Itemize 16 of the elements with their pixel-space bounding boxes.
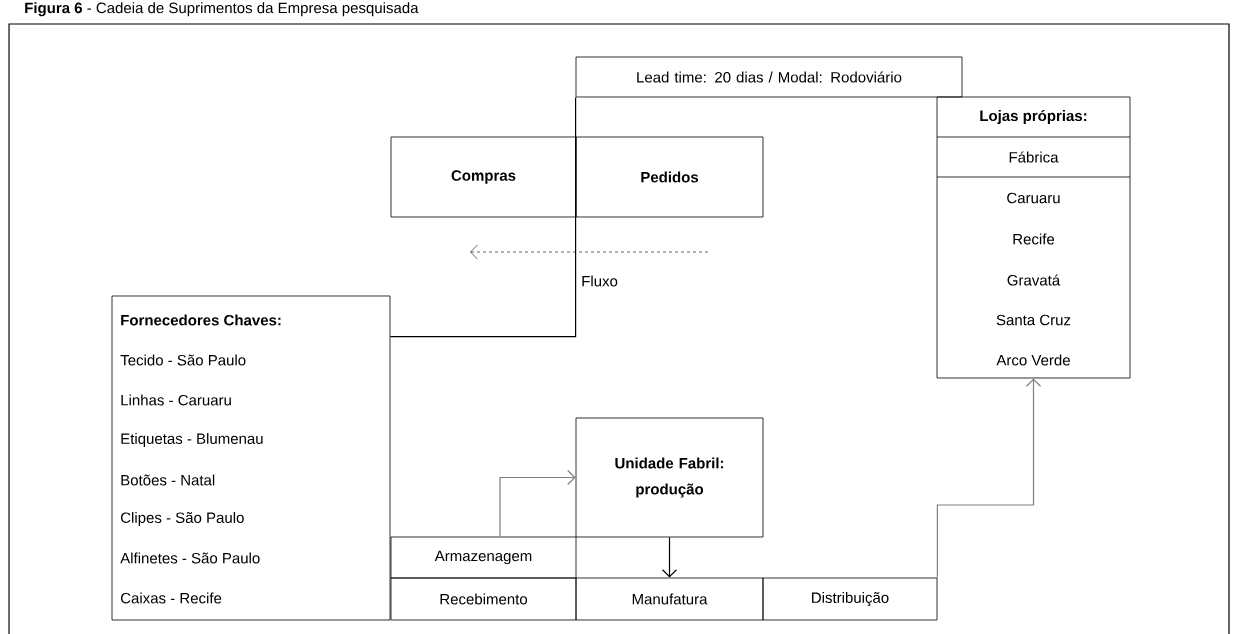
supplier-list-box: Fornecedores Chaves: Tecido - São Paulo Linhas - Caruaru Etiquetas - Blumenau Botões - Natal Clipes - São Paulo Alfinetes - São Paulo Caixas - Recife: [111, 295, 391, 621]
connector: [499, 469, 576, 538]
figure-title: Figura 6 - Cadeia de Suprimentos da Empresa pesquisada: [25, 2, 419, 17]
connector: [389, 96, 577, 338]
flow-label: Fluxo: [582, 275, 618, 287]
process-box: Unidade Fabril: produção: [575, 417, 764, 538]
process-box: Pedidos: [575, 136, 764, 218]
process-box: Compras: [390, 136, 577, 218]
stage-box: Distribuição: [762, 577, 938, 621]
connector: [936, 378, 1042, 579]
stage-box: Manufatura: [575, 577, 764, 621]
stage-box: Armazenagem: [390, 536, 577, 579]
info-box: Lead time: 20 dias / Modal: Rodoviário: [575, 56, 963, 98]
stage-box: Recebimento: [390, 577, 577, 621]
connector: [661, 536, 678, 578]
store-list-box: Lojas próprias: Fábrica Caruaru Recife Gravatá Santa Cruz Arco Verde: [936, 96, 1131, 379]
